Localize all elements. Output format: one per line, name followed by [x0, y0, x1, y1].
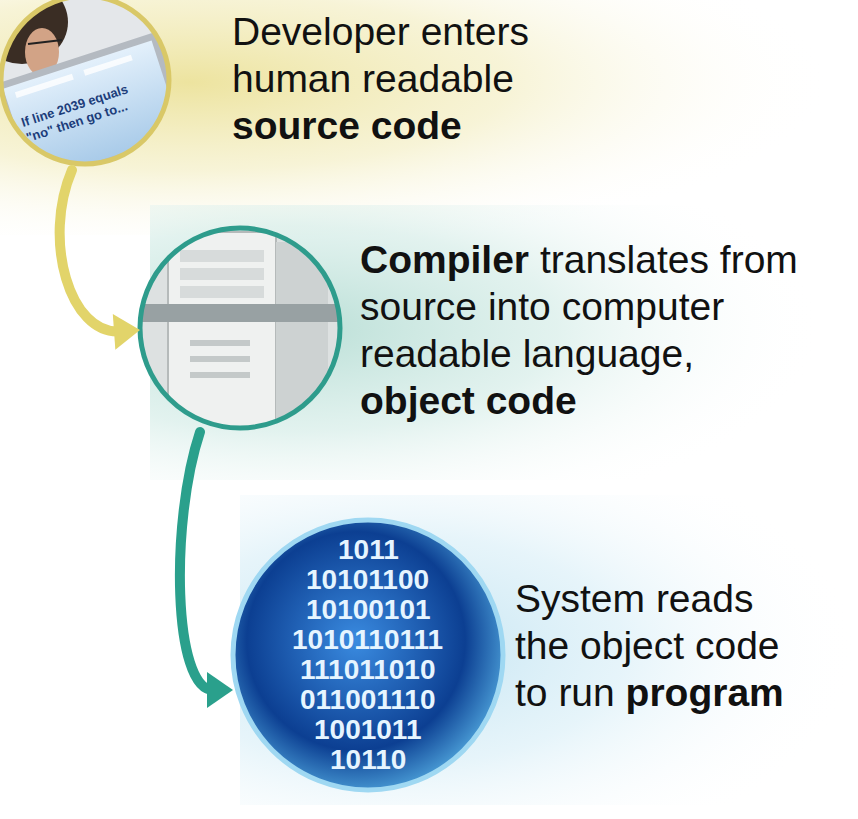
bold-phrase: program: [626, 671, 784, 714]
bold-phrase: object code: [360, 377, 840, 424]
arrow-head: [207, 672, 233, 708]
screen-text: If line 2039 equals "no" then go to...: [19, 74, 157, 146]
flow-arrow: [180, 432, 213, 690]
binary-digits: 10110: [330, 746, 406, 774]
binary-digits: 1001011: [314, 716, 421, 744]
binary-digits: 10100101: [306, 596, 431, 624]
bold-phrase: source code: [232, 102, 562, 149]
text-column: Compiler translates from source into com…: [360, 236, 840, 424]
binary-digits: 011001110: [300, 686, 436, 714]
binary-digits: 111011010: [300, 656, 436, 684]
process-band: Compiler translates from source into com…: [140, 215, 858, 432]
step-text: Compiler translates from source into com…: [360, 236, 840, 424]
bold-phrase: Compiler: [360, 238, 529, 281]
flow-arrow: [60, 170, 120, 332]
binary-digits: 1011: [338, 536, 399, 564]
text-column: Developer enters human readable source c…: [232, 8, 562, 149]
binary-digits: 1010110111: [292, 626, 443, 654]
arrow-head: [113, 314, 140, 350]
binary-digits: 10101100: [306, 566, 429, 594]
text-column: System reads the object code to run prog…: [515, 575, 805, 716]
step-text: Developer enters human readable source c…: [232, 8, 562, 149]
step-text: System reads the object code to run prog…: [515, 575, 805, 716]
